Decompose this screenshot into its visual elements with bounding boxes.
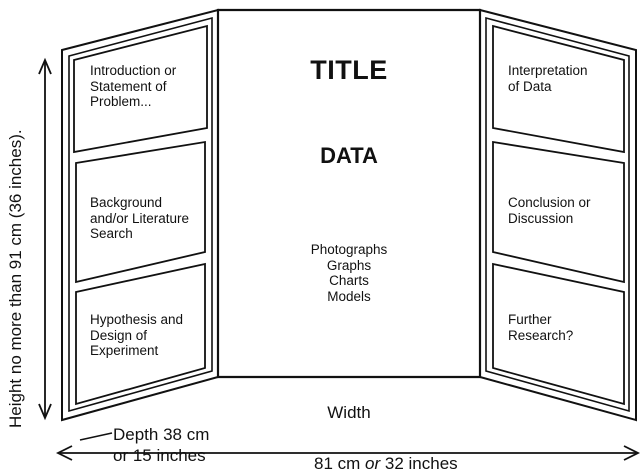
right-wing-outer bbox=[479, 8, 637, 422]
left-section-2 bbox=[75, 140, 206, 284]
total-width-cm: 81 cm bbox=[314, 454, 366, 473]
width-label: Width bbox=[327, 403, 371, 422]
depth-label: Depth 38 cm or 15 inches bbox=[113, 425, 210, 465]
total-width-or: or bbox=[365, 454, 381, 473]
right-section-3 bbox=[492, 262, 625, 406]
total-width-inches: 32 inches bbox=[380, 454, 458, 473]
total-width-label: 81 cm or 32 inches bbox=[314, 454, 534, 473]
right-section-1 bbox=[492, 24, 625, 154]
left-section-1 bbox=[73, 24, 208, 154]
left-wing-inner bbox=[68, 16, 213, 413]
right-section-2-label: Conclusion or Discussion bbox=[508, 195, 591, 226]
left-section-2-label: Background and/or Literature Search bbox=[90, 195, 190, 241]
board-title: TITLE bbox=[310, 55, 388, 85]
right-section-3-label: Further Research? bbox=[508, 312, 574, 343]
media-item-graphs: Graphs bbox=[326, 257, 372, 273]
right-wing-inner bbox=[485, 16, 630, 413]
left-section-3 bbox=[75, 262, 206, 406]
left-section-3-label: Hypothesis and Design of Experiment bbox=[90, 312, 184, 358]
media-item-charts: Charts bbox=[329, 273, 369, 288]
media-list: Photographs Graphs Charts Models bbox=[218, 242, 480, 304]
left-section-1-label: Introduction or Statement of Problem... bbox=[90, 63, 177, 109]
media-item-models: Models bbox=[327, 288, 371, 304]
right-section-1-label: Interpretation of Data bbox=[508, 63, 588, 94]
media-item-photographs: Photographs bbox=[310, 242, 388, 257]
data-heading: DATA bbox=[320, 143, 378, 168]
depth-leader-line bbox=[79, 432, 113, 441]
left-wing-outer bbox=[61, 8, 219, 422]
total-width-arrow bbox=[55, 445, 641, 461]
right-section-2 bbox=[492, 140, 625, 284]
height-label: Height no more than 91 cm (36 inches). bbox=[6, 129, 25, 428]
height-arrow bbox=[38, 57, 52, 421]
